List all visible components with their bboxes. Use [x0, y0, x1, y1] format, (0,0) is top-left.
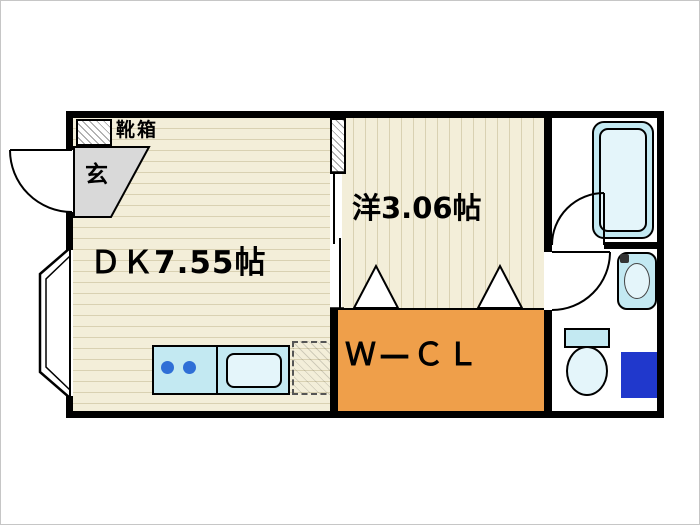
wall-right: [657, 111, 664, 418]
shoebox: [76, 119, 112, 146]
bay-window-outer: [38, 247, 71, 399]
kitchen-counter-divider: [216, 345, 218, 395]
washbasin-faucet-icon: [620, 254, 629, 263]
wall-left-upper: [66, 111, 73, 150]
wall-washroom-lower: [544, 310, 552, 411]
dk-room-label: ＤＫ7.55帖: [90, 245, 267, 281]
western-room-label: 洋3.06帖: [352, 191, 482, 225]
entrance-label: 玄: [85, 162, 108, 188]
stove-burner-left-icon: [161, 361, 174, 374]
floor-closet: [338, 310, 544, 411]
wall-washroom-upper: [544, 118, 552, 252]
toilet-tank: [564, 328, 610, 348]
pipe-space: [330, 118, 346, 174]
wall-left-lower: [66, 396, 73, 418]
wall-top: [66, 111, 664, 118]
washbasin-bowl: [624, 263, 650, 299]
shoebox-label: 靴箱: [116, 119, 159, 141]
wall-bottom: [66, 411, 664, 418]
bay-window-inner: [45, 255, 71, 391]
wall-dk-closet: [330, 308, 338, 411]
wall-left-middle: [66, 212, 73, 250]
bathtub-inner: [599, 128, 647, 232]
closet-label: Ｗ—ＣＬ: [345, 337, 481, 373]
washing-machine-space: [621, 352, 657, 398]
wall-bath-divider: [604, 242, 657, 249]
refrigerator-space: [292, 341, 336, 395]
stove-burner-right-icon: [183, 361, 196, 374]
entrance-door-arc: [9, 149, 73, 213]
toilet-bowl: [566, 346, 608, 396]
kitchen-sink: [226, 353, 282, 388]
